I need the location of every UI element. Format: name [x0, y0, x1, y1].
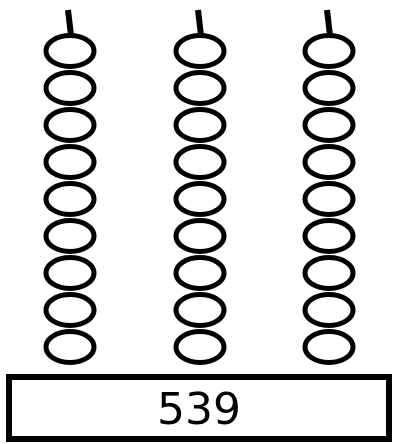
rod-2	[176, 10, 224, 363]
rod-1	[46, 10, 94, 363]
bead	[176, 184, 224, 215]
rods-layer	[46, 10, 353, 363]
bead	[305, 184, 353, 215]
bead	[176, 258, 224, 289]
bead	[305, 147, 353, 178]
rod-wire	[68, 10, 71, 36]
bead	[176, 73, 224, 104]
bead	[176, 295, 224, 326]
number-label: 539	[157, 384, 241, 435]
bead	[305, 36, 353, 67]
rod-wire	[327, 10, 330, 36]
bead	[46, 110, 94, 141]
bead	[46, 295, 94, 326]
rod-wire	[198, 10, 201, 36]
bead	[46, 221, 94, 252]
bead	[46, 73, 94, 104]
bead	[305, 258, 353, 289]
bead	[176, 147, 224, 178]
bead	[46, 147, 94, 178]
bead	[305, 221, 353, 252]
bead	[46, 184, 94, 215]
bead	[46, 36, 94, 67]
bead	[305, 332, 353, 363]
bead	[305, 110, 353, 141]
bead	[176, 110, 224, 141]
abacus-base: 539	[9, 377, 389, 439]
bead	[305, 73, 353, 104]
bead	[176, 221, 224, 252]
bead	[176, 36, 224, 67]
rod-3	[305, 10, 353, 363]
bead	[46, 258, 94, 289]
bead	[305, 295, 353, 326]
bead	[46, 332, 94, 363]
bead	[176, 332, 224, 363]
